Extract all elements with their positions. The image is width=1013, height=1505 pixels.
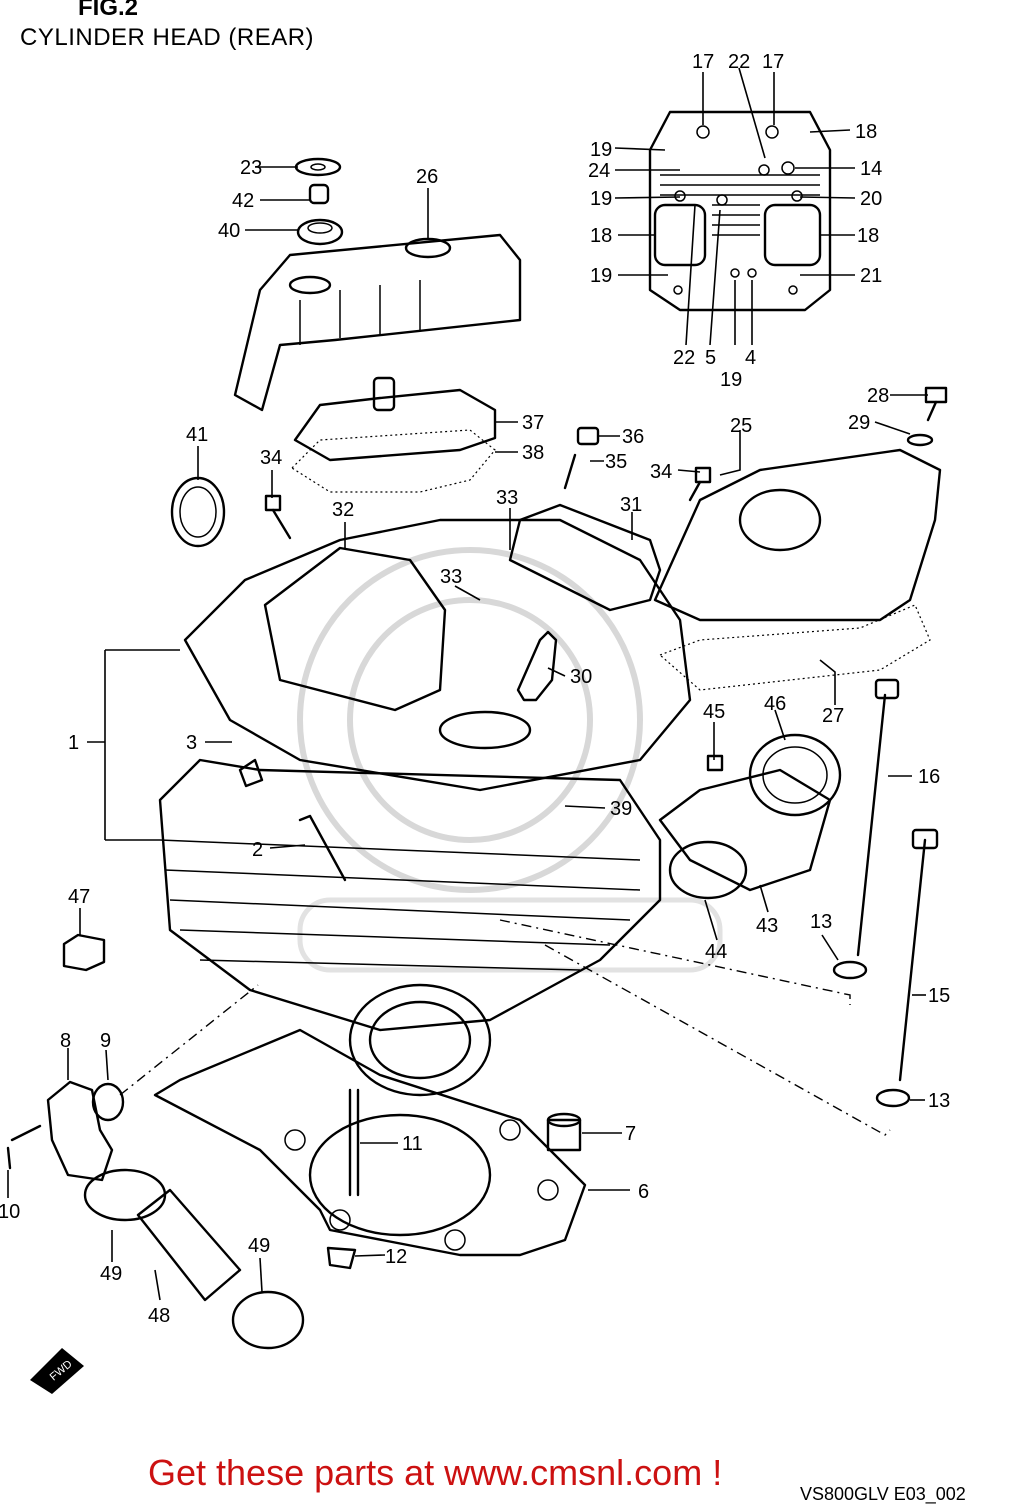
callout-24: 24 (588, 160, 610, 182)
callout-19a: 19 (590, 139, 612, 161)
callout-43: 43 (756, 915, 778, 937)
callout-25: 25 (730, 415, 752, 437)
callout-27: 27 (822, 705, 844, 727)
callout-34a: 34 (260, 447, 282, 469)
callout-33a: 33 (496, 487, 518, 509)
callout-13a: 13 (810, 911, 832, 933)
callout-9: 9 (100, 1030, 111, 1052)
figure-title: FIG.2 (78, 0, 139, 21)
callout-3: 3 (186, 732, 197, 754)
callout-numbers: 1 2 3 4 5 6 7 8 9 10 11 12 13 13 14 15 1… (0, 51, 950, 1383)
callout-41: 41 (186, 424, 208, 446)
callout-36: 36 (622, 426, 644, 448)
callout-29: 29 (848, 412, 870, 434)
callout-18b: 18 (590, 225, 612, 247)
callout-44: 44 (705, 941, 727, 963)
callout-46: 46 (764, 693, 786, 715)
callout-17a: 17 (692, 51, 714, 73)
callout-20: 20 (860, 188, 882, 210)
callout-19b: 19 (590, 188, 612, 210)
studs-and-dowels (238, 758, 582, 1270)
leader-lines (7, 67, 928, 1301)
callout-49a: 49 (100, 1263, 122, 1285)
shop-banner-link[interactable]: Get these parts at www.cmsnl.com ! (148, 1452, 723, 1493)
cover-mount-rubbers (294, 157, 344, 246)
head-gasket (153, 1028, 587, 1257)
small-bolts (264, 386, 948, 540)
watermark-logo (297, 547, 723, 973)
intake-pipe (658, 733, 842, 900)
callout-22a: 22 (728, 51, 750, 73)
callout-5: 5 (705, 347, 716, 369)
valve-inspection-cap (508, 503, 662, 612)
callout-4: 4 (745, 347, 756, 369)
callout-7: 7 (625, 1123, 636, 1145)
callout-13b: 13 (928, 1090, 950, 1112)
callout-15: 15 (928, 985, 950, 1007)
callout-1: 1 (68, 732, 79, 754)
callout-10: 10 (0, 1201, 20, 1223)
rocker-cover-plate (648, 110, 832, 312)
figure-subtitle: CYLINDER HEAD (REAR) (20, 24, 315, 51)
callout-23: 23 (240, 157, 262, 179)
rubber-cap (62, 933, 106, 972)
callout-8: 8 (60, 1030, 71, 1052)
callout-11: 11 (402, 1133, 423, 1155)
callout-48: 48 (148, 1305, 170, 1327)
callout-18c: 18 (857, 225, 879, 247)
callout-17b: 17 (762, 51, 784, 73)
cylinder-head (158, 518, 692, 1097)
callout-22b: 22 (673, 347, 695, 369)
head-cover (233, 233, 522, 412)
callout-19c: 19 (590, 265, 612, 287)
callout-39: 39 (610, 798, 632, 820)
fwd-arrow-icon (30, 1348, 84, 1394)
callout-26: 26 (416, 166, 438, 188)
intake-manifold-cover (653, 448, 942, 691)
callout-19d: 19 (720, 369, 742, 391)
callout-37: 37 (522, 412, 544, 434)
model-code: VS800GLV E03_002 (800, 1484, 966, 1504)
callout-6: 6 (638, 1181, 649, 1203)
callout-34b: 34 (650, 461, 672, 483)
breather-cover (291, 376, 497, 493)
coolant-hose (83, 1168, 305, 1350)
callout-49b: 49 (248, 1235, 270, 1257)
callout-28: 28 (867, 385, 889, 407)
callout-35: 35 (605, 451, 627, 473)
callout-21: 21 (860, 265, 882, 287)
callout-40: 40 (218, 220, 240, 242)
intake-ring (170, 476, 226, 548)
callout-18a: 18 (855, 121, 877, 143)
spark-plug (516, 630, 558, 702)
callout-14: 14 (860, 158, 882, 180)
callout-2: 2 (252, 839, 263, 861)
callout-12: 12 (385, 1246, 407, 1268)
callout-47: 47 (68, 886, 90, 908)
callout-16: 16 (918, 766, 940, 788)
callout-33b: 33 (440, 566, 462, 588)
callout-38: 38 (522, 442, 544, 464)
water-outlet (6, 1080, 125, 1182)
callout-31: 31 (620, 494, 642, 516)
callout-32: 32 (332, 499, 354, 521)
cylinder-head-bolts (832, 678, 939, 1108)
callout-42: 42 (232, 190, 254, 212)
callout-45: 45 (703, 701, 725, 723)
callout-30: 30 (570, 666, 592, 688)
